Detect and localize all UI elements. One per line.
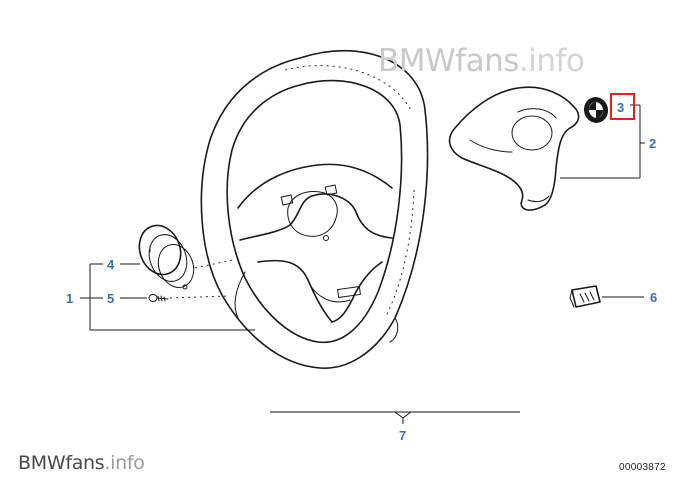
watermark-bottom-brand: BMW bbox=[18, 452, 66, 474]
callout-3[interactable]: 3 bbox=[617, 100, 624, 115]
watermark-suffix: fans bbox=[455, 43, 519, 79]
horn-pad[interactable] bbox=[448, 86, 580, 211]
watermark-domain: .info bbox=[518, 43, 585, 79]
callout-5[interactable]: 5 bbox=[107, 291, 114, 306]
watermark-brand: BMW bbox=[378, 43, 456, 79]
m-badge[interactable] bbox=[569, 285, 601, 308]
screw[interactable] bbox=[148, 294, 169, 302]
watermark-top: BMWfans.info bbox=[378, 43, 585, 79]
contact-ring[interactable] bbox=[133, 220, 200, 293]
callout-4[interactable]: 4 bbox=[107, 257, 115, 272]
document-number: 00003872 bbox=[619, 462, 666, 473]
callout-2[interactable]: 2 bbox=[649, 136, 656, 151]
watermark-bottom: BMWfans.info bbox=[18, 452, 145, 474]
watermark-bottom-suffix: fans bbox=[65, 452, 105, 474]
leader-lines bbox=[80, 104, 645, 424]
callout-7[interactable]: 7 bbox=[399, 428, 406, 443]
callout-1[interactable]: 1 bbox=[66, 291, 73, 306]
watermark-bottom-domain: .info bbox=[104, 452, 145, 474]
bmw-emblem[interactable] bbox=[581, 94, 611, 125]
selected-callout-highlight bbox=[610, 93, 635, 120]
callout-6[interactable]: 6 bbox=[650, 290, 657, 305]
steering-wheel[interactable] bbox=[200, 49, 429, 369]
